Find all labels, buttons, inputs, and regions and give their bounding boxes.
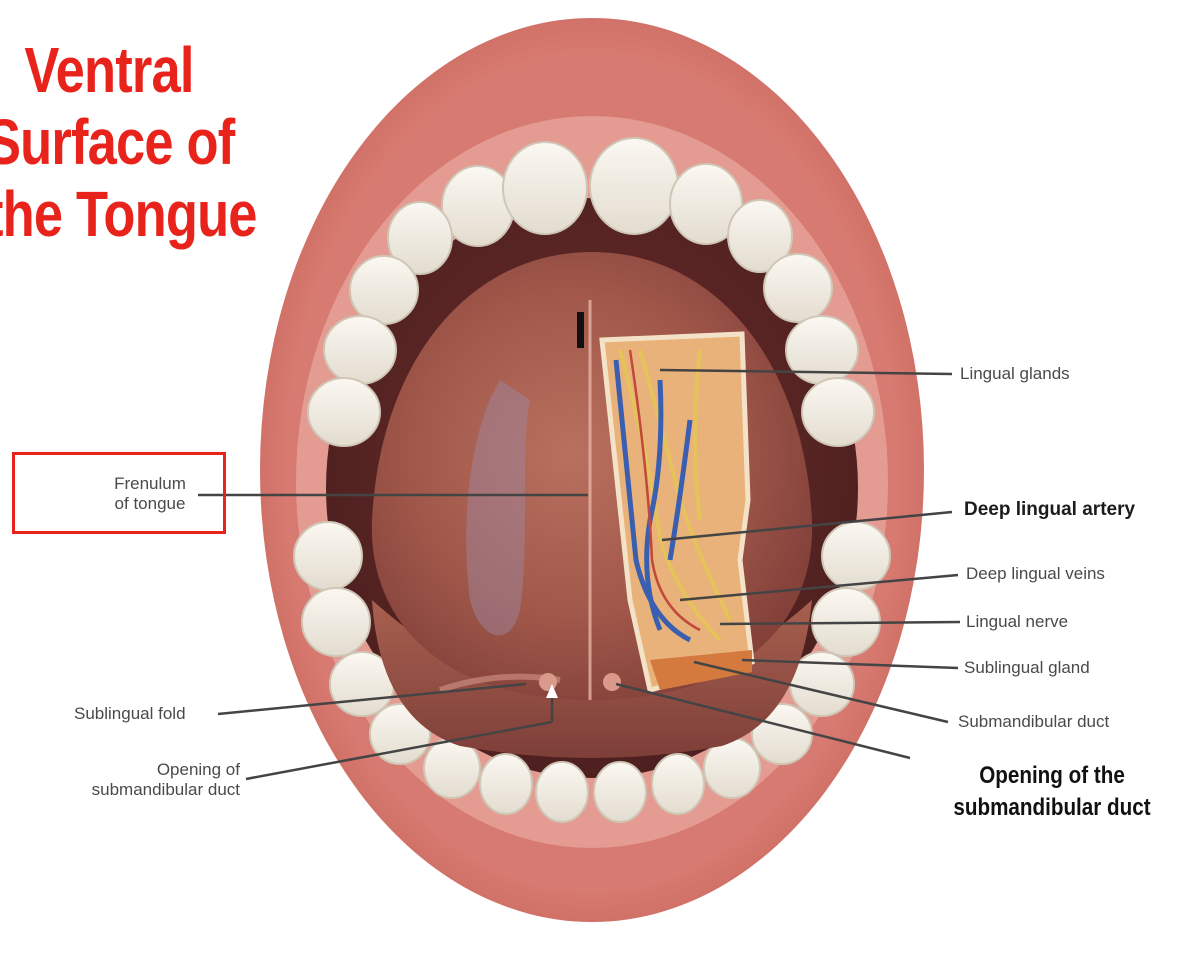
label-frenulum: Frenulum of tongue xyxy=(100,474,200,514)
title-line-1: Ventral xyxy=(0,34,232,106)
label-frenulum-line1: Frenulum xyxy=(100,474,200,494)
label-opening-left-line2: submandibular duct xyxy=(60,780,240,800)
label-opening-right-line2: submandibular duct xyxy=(932,792,1173,824)
label-opening-left-line1: Opening of xyxy=(60,760,240,780)
label-opening-right: Opening of the submandibular duct xyxy=(932,760,1173,824)
text-cursor-icon xyxy=(577,312,584,348)
label-lingual-nerve: Lingual nerve xyxy=(966,612,1068,632)
title-line-3: the Tongue xyxy=(0,178,232,250)
sublingual-papilla-right xyxy=(603,673,621,691)
label-lingual-glands: Lingual glands xyxy=(960,364,1070,384)
title-line-2: Surface of xyxy=(0,106,232,178)
label-deep-lingual-veins: Deep lingual veins xyxy=(966,564,1105,584)
label-frenulum-line2: of tongue xyxy=(100,494,200,514)
label-deep-lingual-artery: Deep lingual artery xyxy=(964,500,1135,520)
label-opening-right-line1: Opening of the xyxy=(932,760,1173,792)
sublingual-papilla-left xyxy=(539,673,557,691)
label-sublingual-gland: Sublingual gland xyxy=(964,658,1090,678)
label-opening-left: Opening of submandibular duct xyxy=(60,760,240,800)
page-title: Ventral Surface of the Tongue xyxy=(0,34,232,250)
label-submandibular-duct: Submandibular duct xyxy=(958,712,1109,732)
label-sublingual-fold: Sublingual fold xyxy=(74,704,186,724)
